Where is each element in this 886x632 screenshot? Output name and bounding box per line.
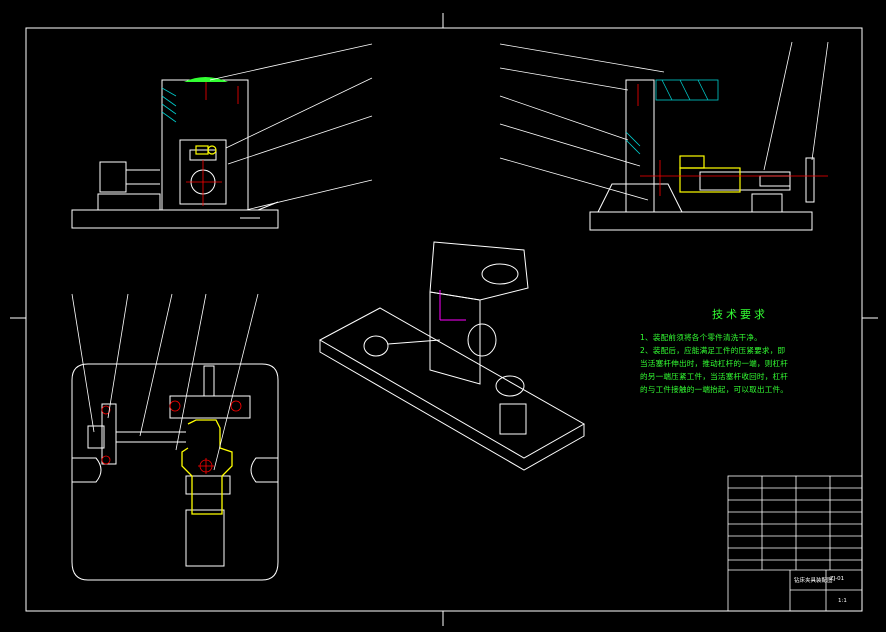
side-view-centerlines [637, 84, 828, 196]
requirement-line-4: 的另一端压紧工件，当活塞杆收回时，杠杆 [640, 372, 789, 381]
top-view-red-marks [101, 400, 242, 474]
front-view-leaders [209, 43, 373, 211]
isometric-view [318, 241, 586, 471]
front-view-yellow-parts [195, 145, 217, 155]
top-view-leaders [71, 293, 259, 471]
top-view-yellow-parts [181, 419, 233, 515]
requirement-line-5: 的与工件接触的一端抬起，可以取出工件。 [640, 385, 789, 394]
title-block [727, 475, 863, 612]
technical-requirements-title: 技术要求 [712, 308, 768, 321]
side-view-yellow-parts [679, 155, 741, 193]
front-view-hatch [161, 87, 177, 123]
side-view-leaders [499, 41, 829, 201]
technical-requirements: 技术要求 1、装配前须将各个零件清洗干净。 2、装配后，应能满足工件的压紧要求，… [640, 306, 840, 396]
requirement-line-2: 2、装配后，应能满足工件的压紧要求，即 [640, 346, 786, 355]
top-view [71, 363, 279, 581]
requirement-line-1: 1、装配前须将各个零件清洗干净。 [640, 333, 762, 342]
title-block-scale: 1:1 [838, 598, 847, 604]
front-view-centerlines [186, 82, 239, 206]
iso-axis-marker [439, 290, 466, 321]
title-block-drawing-name: 钻床夹具装配图 [794, 578, 833, 584]
requirement-line-3: 当活塞杆伸出时，推动杠杆的一端，则杠杆 [640, 359, 789, 368]
front-view-green-clamp [184, 77, 228, 82]
sheet-border [10, 13, 878, 626]
front-view [71, 79, 279, 229]
title-block-part-code: ZJ-01 [830, 576, 845, 582]
side-view [589, 79, 815, 231]
side-view-hatch [625, 79, 719, 155]
